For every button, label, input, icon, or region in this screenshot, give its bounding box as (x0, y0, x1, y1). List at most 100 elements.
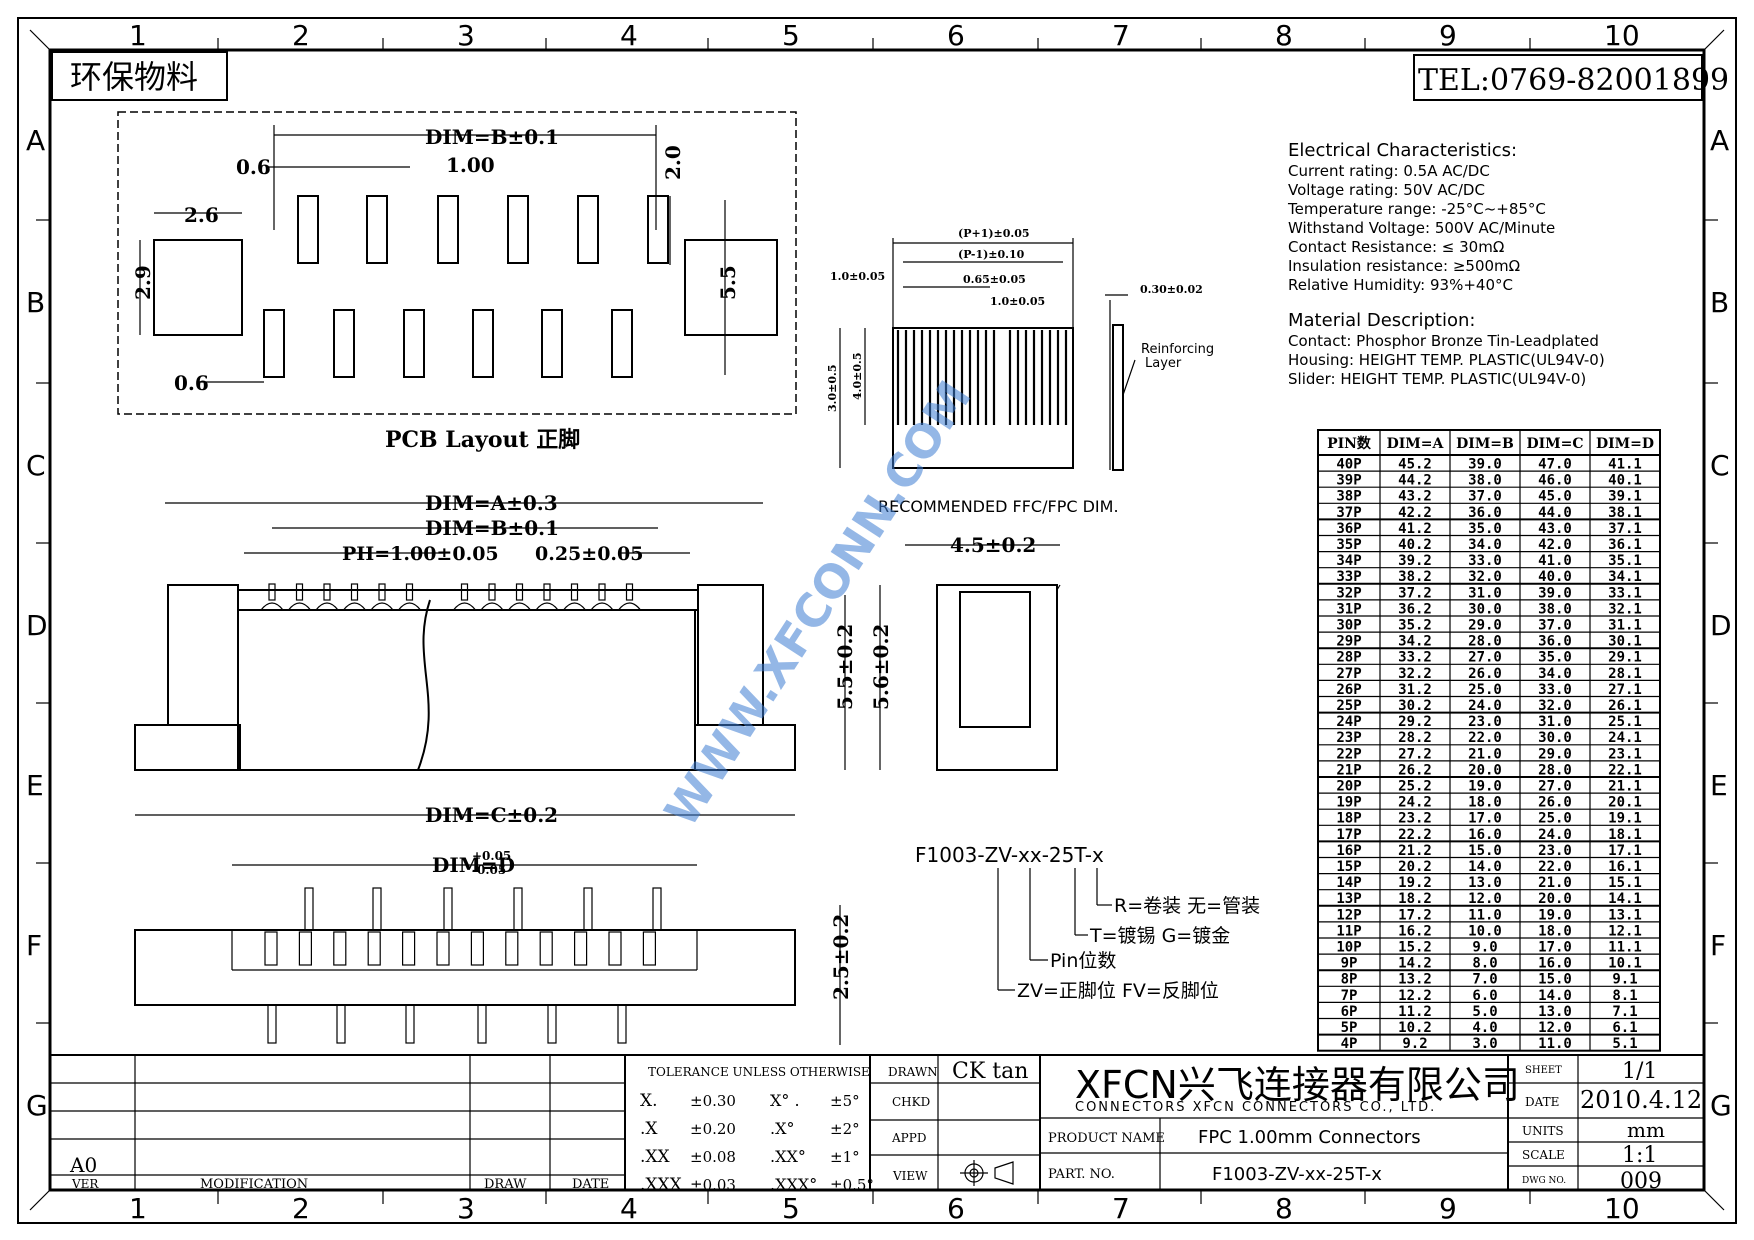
table-cell: 38.1 (1608, 505, 1642, 521)
tol-right-label: .X° (770, 1119, 794, 1138)
table-header: DIM=C (1526, 436, 1583, 452)
ffc-dim-10-right: 1.0±0.05 (990, 295, 1045, 308)
col-label-bottom: 4 (620, 1192, 638, 1225)
sheet-frame (17, 17, 1737, 1224)
table-cell: 44.0 (1538, 505, 1572, 521)
table-cell: 28.2 (1398, 730, 1432, 746)
table-cell: 17.2 (1398, 907, 1432, 923)
tol-right-value: ±2° (830, 1120, 860, 1138)
table-cell: 7.1 (1612, 1004, 1637, 1020)
col-label-top: 4 (620, 19, 638, 52)
table-cell: 18.0 (1468, 795, 1502, 811)
table-cell: 36.1 (1608, 537, 1642, 553)
ffc-view: (P+1)±0.05 (P-1)±0.10 0.65±0.05 1.0±0.05… (826, 227, 1214, 516)
pcb-dim-b: DIM=B±0.1 (425, 125, 559, 149)
company-name: XFCN兴飞连接器有限公司 (1075, 1063, 1520, 1107)
table-cell: 41.1 (1608, 457, 1642, 473)
electrical-line: Withstand Voltage: 500V AC/Minute (1288, 219, 1555, 237)
table-cell: 5.1 (1612, 1036, 1637, 1052)
table-cell: 43.2 (1398, 489, 1432, 505)
table-cell: 33P (1336, 569, 1361, 585)
eco-badge-box (51, 51, 228, 101)
table-cell: 39P (1336, 473, 1361, 489)
table-cell: 25.0 (1468, 682, 1502, 698)
table-cell: 30P (1336, 618, 1361, 634)
table-cell: 24.1 (1608, 730, 1642, 746)
date-label-right: DATE (1525, 1095, 1559, 1109)
table-cell: 5.0 (1472, 1004, 1497, 1020)
table-cell: 44.2 (1398, 473, 1432, 489)
table-cell: 23.2 (1398, 811, 1432, 827)
table-cell: 33.0 (1538, 682, 1572, 698)
col-label-top: 2 (292, 19, 310, 52)
tol-left-value: ±0.30 (690, 1092, 736, 1110)
row-label-right: B (1710, 286, 1729, 319)
table-cell: 15.2 (1398, 940, 1432, 956)
table-cell: 38.0 (1468, 473, 1502, 489)
table-cell: 21.1 (1608, 779, 1642, 795)
front-h55: 5.5±0.2 (833, 624, 857, 710)
electrical-title: Electrical Characteristics: (1288, 140, 1517, 161)
row-label-left: B (26, 286, 45, 319)
table-cell: 34P (1336, 553, 1361, 569)
table-cell: 20P (1336, 779, 1361, 795)
table-cell: 27.0 (1538, 779, 1572, 795)
electrical-line: Insulation resistance: ≥500mΩ (1288, 257, 1520, 275)
table-cell: 8.1 (1612, 988, 1637, 1004)
table-cell: 14.1 (1608, 891, 1642, 907)
chkd-label: CHKD (892, 1095, 930, 1109)
table-cell: 45.2 (1398, 457, 1432, 473)
table-cell: 37.2 (1398, 585, 1432, 601)
part-code-legend: F1003-ZV-xx-25T-x R=卷装 无=管装 T=镀锡 G=镀金 Pi… (915, 843, 1260, 1002)
ffc-dim-h1: 3.0±0.5 (826, 365, 839, 413)
table-cell: 26.0 (1538, 795, 1572, 811)
tol-left-label: .XXX (640, 1175, 683, 1195)
table-cell: 27.0 (1468, 650, 1502, 666)
product-name: FPC 1.00mm Connectors (1198, 1127, 1421, 1148)
part-no: F1003-ZV-xx-25T-x (1212, 1164, 1382, 1185)
col-label-top: 8 (1275, 19, 1293, 52)
table-cell: 19.1 (1608, 811, 1642, 827)
appd-label: APPD (891, 1131, 926, 1145)
side-view: 4.5±0.2 (905, 533, 1061, 771)
table-cell: 16.2 (1398, 923, 1432, 939)
drawn-value: CK tan (952, 1059, 1028, 1084)
table-cell: 10.0 (1468, 923, 1502, 939)
table-cell: 32.2 (1398, 666, 1432, 682)
table-cell: 41.0 (1538, 553, 1572, 569)
part-code: F1003-ZV-xx-25T-x (915, 843, 1104, 867)
col-label-bottom: 1 (129, 1192, 147, 1225)
table-cell: 20.0 (1538, 891, 1572, 907)
table-cell: 9.0 (1472, 940, 1497, 956)
table-cell: 9P (1341, 956, 1358, 972)
table-cell: 16.0 (1468, 827, 1502, 843)
table-cell: 19P (1336, 795, 1361, 811)
ffc-dim-thickness: 0.30±0.02 (1140, 283, 1203, 296)
table-cell: 15P (1336, 859, 1361, 875)
table-cell: 25.2 (1398, 779, 1432, 795)
date-value: 2010.4.12 (1580, 1086, 1702, 1114)
table-cell: 34.2 (1398, 634, 1432, 650)
electrical-line: Temperature range: -25°C~+85°C (1287, 200, 1546, 218)
col-label-bottom: 8 (1275, 1192, 1293, 1225)
table-cell: 22.1 (1608, 762, 1642, 778)
table-cell: 35P (1336, 537, 1361, 553)
col-label-bottom: 9 (1439, 1192, 1457, 1225)
col-label-top: 10 (1604, 19, 1640, 52)
table-cell: 10.1 (1608, 956, 1642, 972)
table-cell: 11.1 (1608, 940, 1642, 956)
table-cell: 7P (1341, 988, 1358, 1004)
table-cell: 47.0 (1538, 457, 1572, 473)
table-cell: 40.0 (1538, 569, 1572, 585)
table-cell: 40.2 (1398, 537, 1432, 553)
table-cell: 19.0 (1468, 779, 1502, 795)
title-block: A0 VER MODIFICATION DRAW DATE TOLERANCE … (50, 1054, 1704, 1195)
table-cell: 24P (1336, 714, 1361, 730)
table-cell: 9.2 (1402, 1036, 1427, 1052)
table-cell: 14P (1336, 875, 1361, 891)
front-dim-b: DIM=B±0.1 (425, 516, 559, 540)
modification-label: MODIFICATION (200, 1177, 308, 1192)
table-cell: 12P (1336, 907, 1361, 923)
pcb-dim-26: 2.6 (184, 203, 219, 227)
